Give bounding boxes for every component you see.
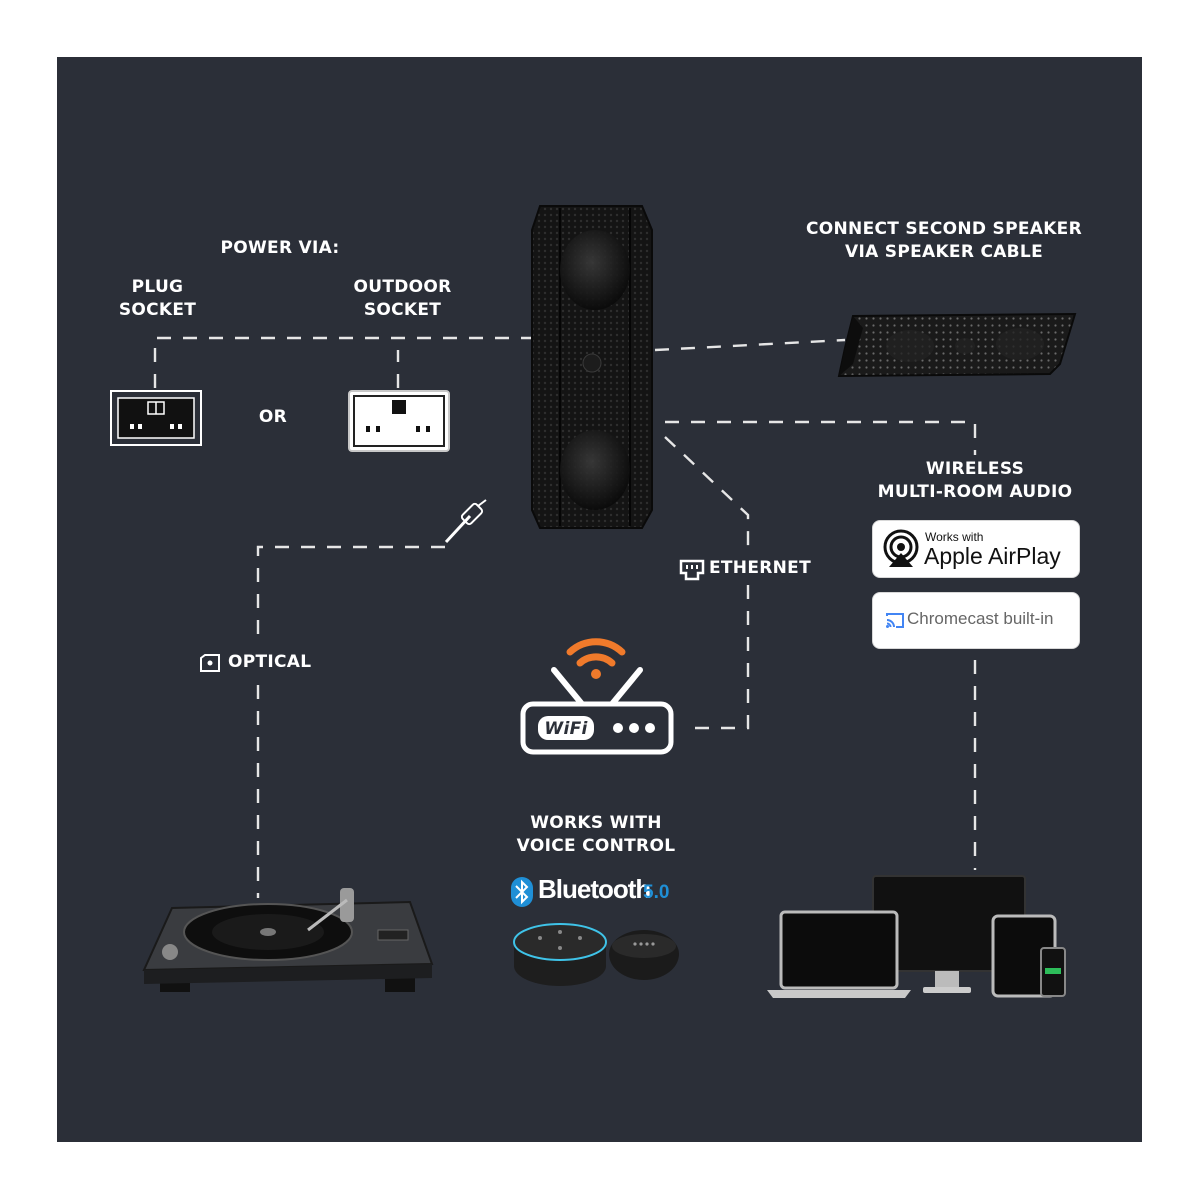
bluetooth-icon xyxy=(511,877,533,907)
soundbar-icon xyxy=(837,312,1077,378)
wireless-label-line1: WIRELESS xyxy=(925,459,1025,479)
power-wire xyxy=(153,336,540,388)
outdoor-socket-label-line2: SOCKET xyxy=(363,300,442,320)
optical-label: OPTICAL xyxy=(228,652,312,672)
chromecast-label: Chromecast built-in xyxy=(907,609,1054,628)
airplay-badge: Works with Apple AirPlay xyxy=(872,520,1080,578)
plug-socket-icon xyxy=(110,390,202,446)
wireless-label-line2: MULTI-ROOM AUDIO xyxy=(877,482,1073,502)
bluetooth-version: 5.0 xyxy=(643,882,670,903)
speaker-cable-wire xyxy=(654,338,846,352)
or-label: OR xyxy=(258,407,288,427)
second-speaker-label-line1: CONNECT SECOND SPEAKER xyxy=(806,219,1082,239)
smart-speaker-icon xyxy=(609,930,679,980)
plug-socket-label-line2: SOCKET xyxy=(118,300,197,320)
ethernet-wire-lower xyxy=(685,585,750,730)
bluetooth-wordmark: Bluetooth xyxy=(538,874,651,904)
phone-icon xyxy=(1040,947,1066,997)
plug-socket-label-line1: PLUG xyxy=(131,277,184,297)
router-icon xyxy=(520,638,674,755)
chromecast-badge: Chromecast built-in xyxy=(872,592,1080,649)
outdoor-socket-label-line1: OUTDOOR xyxy=(353,277,452,297)
wireless-wire xyxy=(665,420,977,455)
smart-speaker-icon xyxy=(513,923,607,986)
voice-label-line1: WORKS WITH xyxy=(530,813,662,833)
turntable-icon xyxy=(142,888,434,992)
ethernet-icon xyxy=(679,559,705,581)
devices-group xyxy=(767,875,1066,998)
outdoor-socket-icon xyxy=(348,390,450,452)
chromecast-icon xyxy=(886,613,904,628)
optical-icon xyxy=(200,654,220,672)
voice-label-line2: VOICE CONTROL xyxy=(516,836,676,856)
ethernet-wire xyxy=(664,436,750,555)
laptop-icon xyxy=(767,910,911,998)
optical-wire xyxy=(256,545,445,640)
power-heading: POWER VIA: xyxy=(220,238,340,258)
second-speaker-label-line2: VIA SPEAKER CABLE xyxy=(845,242,1043,262)
airplay-big-text: Apple AirPlay xyxy=(924,543,1061,569)
airplay-small-text: Works with xyxy=(925,530,984,544)
optical-cable-icon xyxy=(444,499,487,544)
router-wifi-text: WiFi xyxy=(544,719,588,739)
ethernet-label: ETHERNET xyxy=(709,558,811,578)
speaker-icon xyxy=(531,205,653,529)
airplay-icon xyxy=(883,529,919,567)
